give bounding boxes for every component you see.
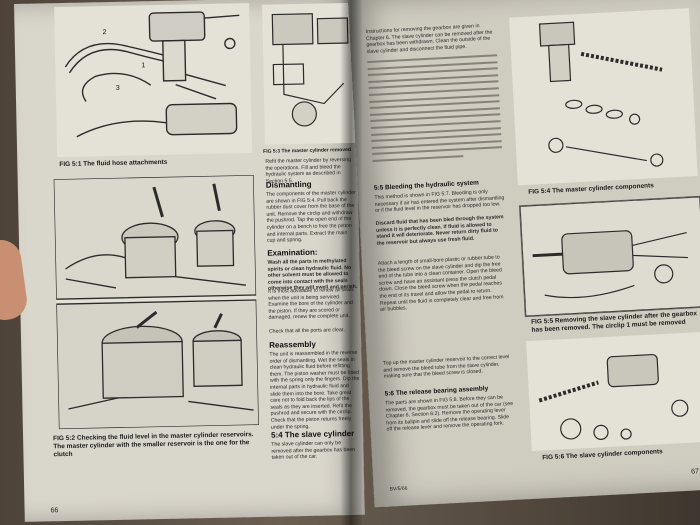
book-gutter: [340, 0, 362, 525]
bleeding-procedure-text: Attach a length of small-bore plastic or…: [377, 254, 504, 313]
release-bearing-text: The parts are shown in FIG 5:8. Before t…: [385, 394, 514, 433]
reservoir-check-illustration: [53, 175, 259, 430]
svg-text:3: 3: [116, 85, 120, 92]
left-page: 1 2 3 FIG 5:1 The fluid hose attachments: [14, 0, 365, 522]
slave-cylinder-removal-illustration: [520, 196, 700, 317]
bleeding-text: This method is shown in FIG 5:7. Bleedin…: [374, 188, 505, 215]
topup-text: Top up the master cylinder reservoir to …: [382, 354, 510, 380]
master-cylinder-components-illustration: [538, 21, 664, 167]
left-page-number: 66: [50, 507, 59, 515]
heading-reassembly: Reassembly: [269, 339, 316, 350]
hose-attachments-illustration: 1 2 3: [64, 11, 240, 138]
heading-examination: Examination:: [267, 247, 318, 258]
right-page: Instructions for removing the gearbox ar…: [348, 0, 700, 508]
figure-slave-cylinder-components: [526, 331, 700, 451]
figure-reservoir-check: [53, 175, 259, 430]
figure-hose-attachments: 1 2 3: [54, 3, 253, 158]
svg-text:1: 1: [141, 62, 145, 69]
right-page-number: 67: [690, 468, 700, 476]
fig1-caption: FIG 5:1 The fluid hose attachments: [59, 158, 168, 169]
figure-master-cylinder-components: [509, 8, 698, 186]
right-intro-lines: [367, 54, 502, 166]
figure-slave-cylinder-removal: [518, 195, 700, 318]
svg-text:2: 2: [103, 29, 107, 36]
fig2-caption: FIG 5:2 Checking the fluid level in the …: [53, 431, 254, 459]
slave-cylinder-components-illustration: [538, 353, 689, 440]
master-cylinder-removed-illustration: [271, 13, 349, 127]
bleeding-warning-text: Discard fluid that has been bled through…: [375, 214, 504, 247]
heading-dismantling: Dismantling: [265, 179, 312, 190]
figure-master-cylinder-removed: [262, 2, 355, 145]
right-intro-text: Instructions for removing the gearbox ar…: [365, 23, 493, 55]
right-footer-label: BV/5/66: [389, 485, 408, 493]
